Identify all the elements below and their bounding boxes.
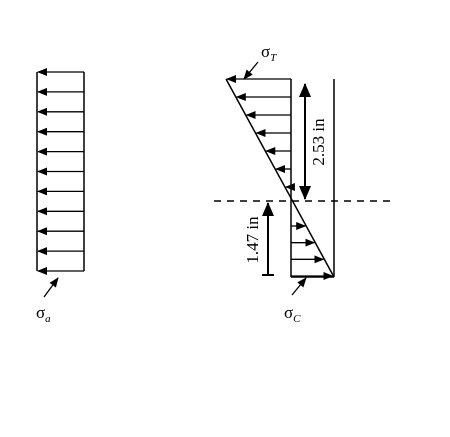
bottom-dimension: 1.47 in [243,202,274,276]
sigma-a-label: σa [36,303,51,325]
bending-stress-distribution: σT σC 2.53 in 1.47 in [214,42,396,325]
sigma-c-leader [291,277,307,296]
uniform-stress-arrows [37,68,84,275]
uniform-stress-block: σa [36,68,85,325]
sigma-a-leader [43,277,59,298]
compression-stress-arrows [291,222,334,280]
tension-stress-arrows [226,75,295,191]
top-dimension-label: 2.53 in [309,118,328,166]
sigma-t-leader [243,61,259,80]
bottom-dimension-label: 1.47 in [243,216,262,264]
stress-profile-line [225,78,335,278]
top-dimension: 2.53 in [299,83,328,200]
sigma-t-label: σT [261,42,277,64]
sigma-c-label: σC [284,303,301,325]
